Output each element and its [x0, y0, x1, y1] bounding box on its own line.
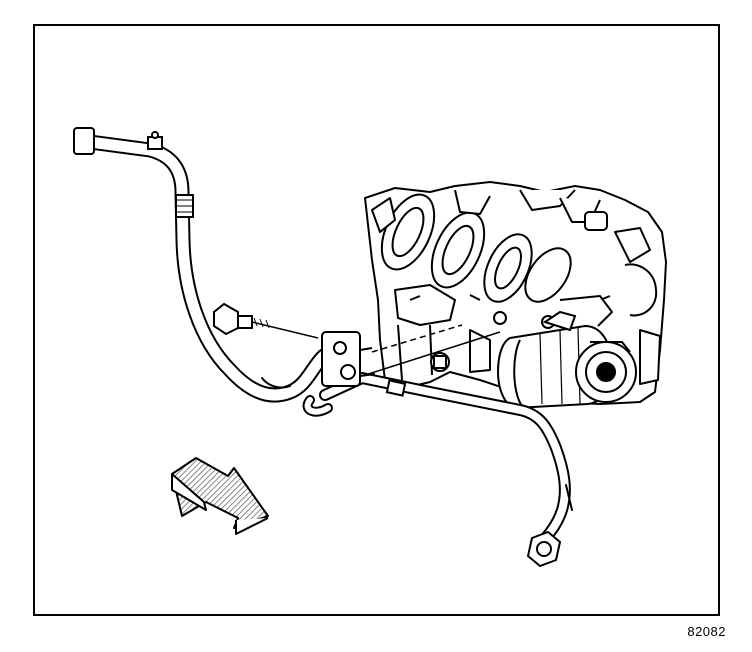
direction-arrow-icon	[171, 457, 269, 535]
ac-hose-assembly	[82, 134, 573, 552]
mounting-bolt	[213, 302, 319, 339]
figure-number: 82082	[687, 624, 726, 639]
engine-block	[364, 181, 667, 405]
ac-compressor	[496, 310, 637, 410]
leader-lines	[361, 324, 501, 377]
hose-fittings	[73, 127, 562, 568]
